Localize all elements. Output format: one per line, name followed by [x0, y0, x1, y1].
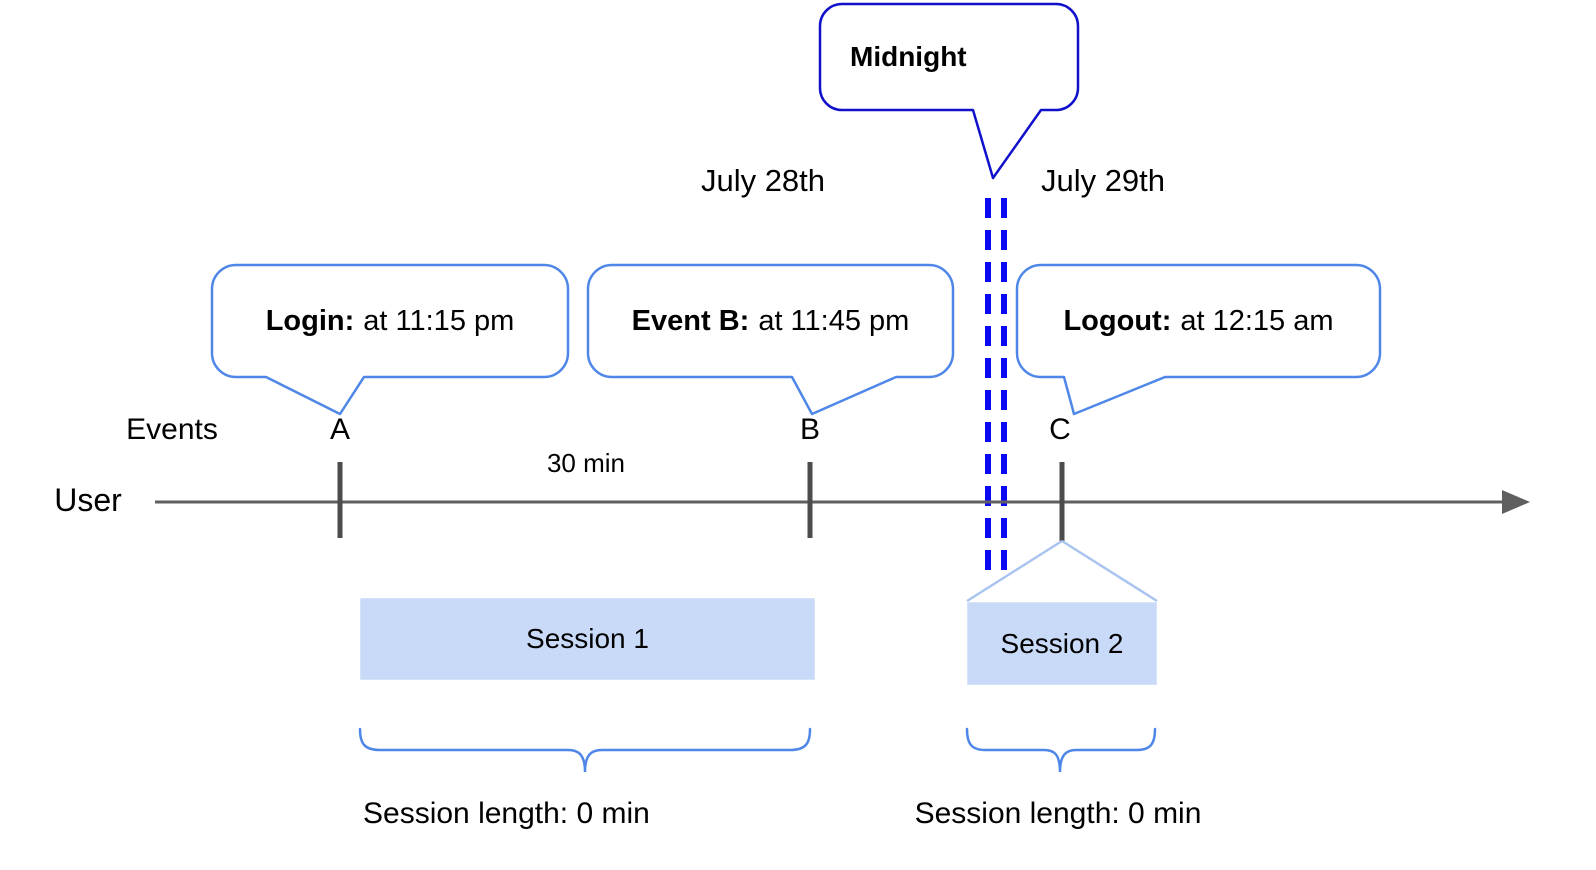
interval-label: 30 min [546, 448, 626, 478]
session2-box: Session 2 [967, 602, 1157, 685]
session2-length-label: Session length: 0 min [914, 797, 1202, 830]
login-callout-bubble [210, 263, 570, 416]
login-callout-detail: at 11:15 pm [363, 304, 515, 337]
login-callout-text: Login: at 11:15 pm [212, 265, 568, 377]
logout-callout-text: Logout: at 12:15 am [1017, 265, 1380, 377]
timeline-arrowhead-icon [1502, 490, 1530, 514]
event-b-callout-text: Event B: at 11:45 pm [588, 265, 953, 377]
logout-callout-detail: at 12:15 am [1180, 304, 1334, 337]
date-label-july-28: July 28th [700, 163, 826, 198]
event-b-callout-detail: at 11:45 pm [758, 304, 910, 337]
session1-label: Session 1 [526, 623, 649, 654]
event-b-callout-title: Event B: [631, 304, 750, 337]
event-marker-c: C [1049, 413, 1071, 446]
login-callout-title: Login: [265, 304, 355, 337]
logout-callout-title: Logout: [1063, 304, 1172, 337]
event-b-callout-bubble [586, 263, 955, 416]
events-row-label: Events [126, 413, 218, 446]
event-marker-a: A [329, 413, 350, 446]
logout-callout-bubble [1015, 263, 1382, 416]
session1-box: Session 1 [360, 598, 815, 680]
event-marker-b: B [799, 413, 820, 446]
session2-funnel-line-right [1061, 539, 1158, 603]
session2-brace [965, 727, 1157, 773]
session1-length-label: Session length: 0 min [363, 797, 650, 830]
user-row-label: User [54, 482, 122, 518]
midnight-callout-bubble [818, 2, 1080, 180]
date-label-july-29: July 29th [1040, 163, 1166, 198]
midnight-callout-label: Midnight [850, 41, 967, 72]
session2-funnel-line-left [966, 539, 1063, 603]
session1-brace [358, 727, 812, 773]
session2-label: Session 2 [1000, 627, 1124, 659]
